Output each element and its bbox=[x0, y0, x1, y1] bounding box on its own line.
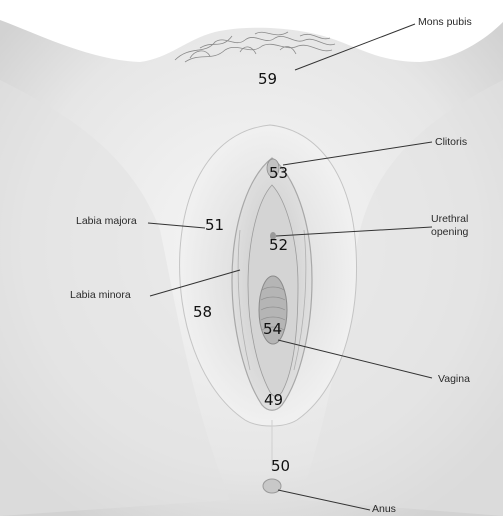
label-clitoris: Clitoris bbox=[435, 136, 467, 148]
label-mons-pubis: Mons pubis bbox=[418, 16, 472, 28]
label-labia-minora: Labia minora bbox=[70, 289, 131, 301]
number-59: 59 bbox=[258, 71, 277, 87]
number-58: 58 bbox=[193, 304, 212, 320]
number-51: 51 bbox=[205, 217, 224, 233]
number-50: 50 bbox=[271, 458, 290, 474]
number-52: 52 bbox=[269, 237, 288, 253]
label-urethral-line1: Urethral bbox=[431, 213, 468, 225]
anus-shape bbox=[263, 479, 281, 493]
number-49: 49 bbox=[264, 392, 283, 408]
number-53: 53 bbox=[269, 165, 288, 181]
label-urethral-line2: opening bbox=[431, 226, 468, 238]
label-vagina: Vagina bbox=[438, 373, 470, 385]
number-54: 54 bbox=[263, 321, 282, 337]
label-labia-majora: Labia majora bbox=[76, 215, 137, 227]
label-anus: Anus bbox=[372, 503, 396, 515]
